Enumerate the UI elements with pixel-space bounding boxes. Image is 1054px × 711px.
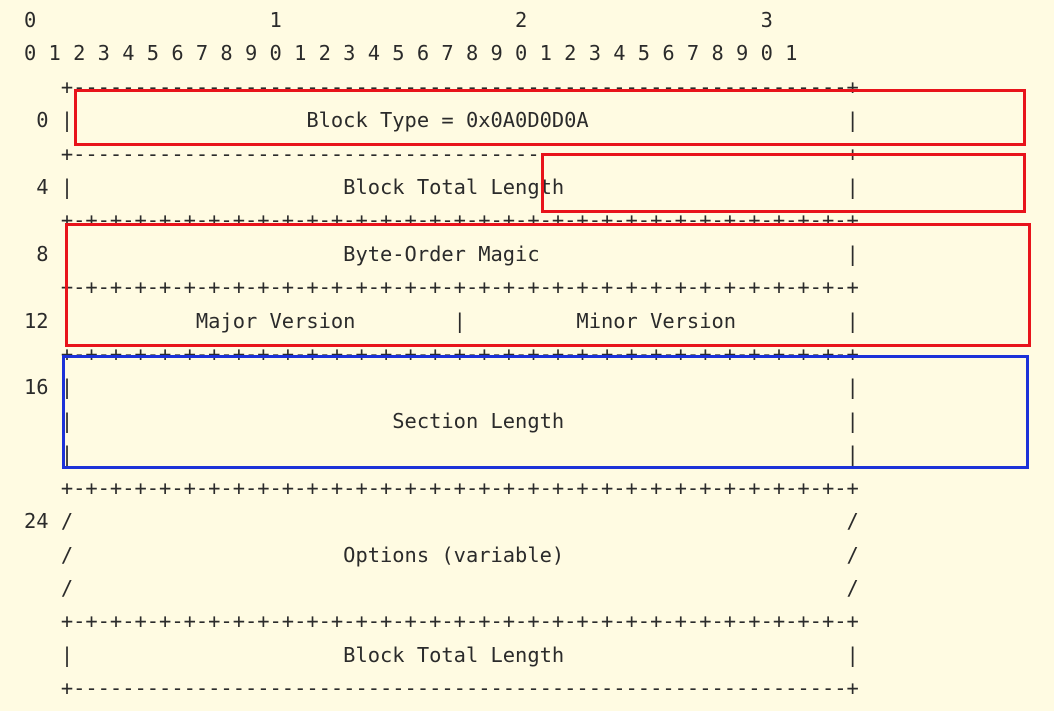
- bit-ruler-tens: 0 1 2 3: [24, 8, 773, 32]
- row-options-top: 24 / /: [24, 509, 859, 534]
- highlight-block-total-length-box: [541, 153, 1026, 213]
- row-section-length: | Section Length |: [24, 408, 859, 433]
- row-block-total-length: 4 | Block Total Length |: [24, 175, 859, 200]
- highlight-section-length-box: [62, 355, 1029, 469]
- highlight-block-type-box: [74, 89, 1026, 146]
- row-block-total-length-trailer: | Block Total Length |: [24, 642, 859, 667]
- row-byte-order-magic: 8 | Byte-Order Magic |: [24, 241, 859, 266]
- separator-line: +-+-+-+-+-+-+-+-+-+-+-+-+-+-+-+-+-+-+-+-…: [24, 609, 859, 634]
- row-options-bottom: / /: [24, 575, 859, 600]
- row-version: 12 | Major Version | Minor Version |: [24, 308, 859, 333]
- separator-line: +-+-+-+-+-+-+-+-+-+-+-+-+-+-+-+-+-+-+-+-…: [24, 475, 859, 500]
- border-top: +---------------------------------------…: [24, 74, 859, 99]
- row-options: / Options (variable) /: [24, 542, 859, 567]
- bit-ruler-units: 0 1 2 3 4 5 6 7 8 9 0 1 2 3 4 5 6 7 8 9 …: [24, 41, 798, 66]
- row-block-type: 0 | Block Type = 0x0A0D0D0A |: [24, 108, 859, 133]
- border-bottom: +---------------------------------------…: [24, 676, 859, 701]
- highlight-byte-order-magic-version-box: [65, 223, 1031, 347]
- separator-line: +-+-+-+-+-+-+-+-+-+-+-+-+-+-+-+-+-+-+-+-…: [24, 275, 859, 300]
